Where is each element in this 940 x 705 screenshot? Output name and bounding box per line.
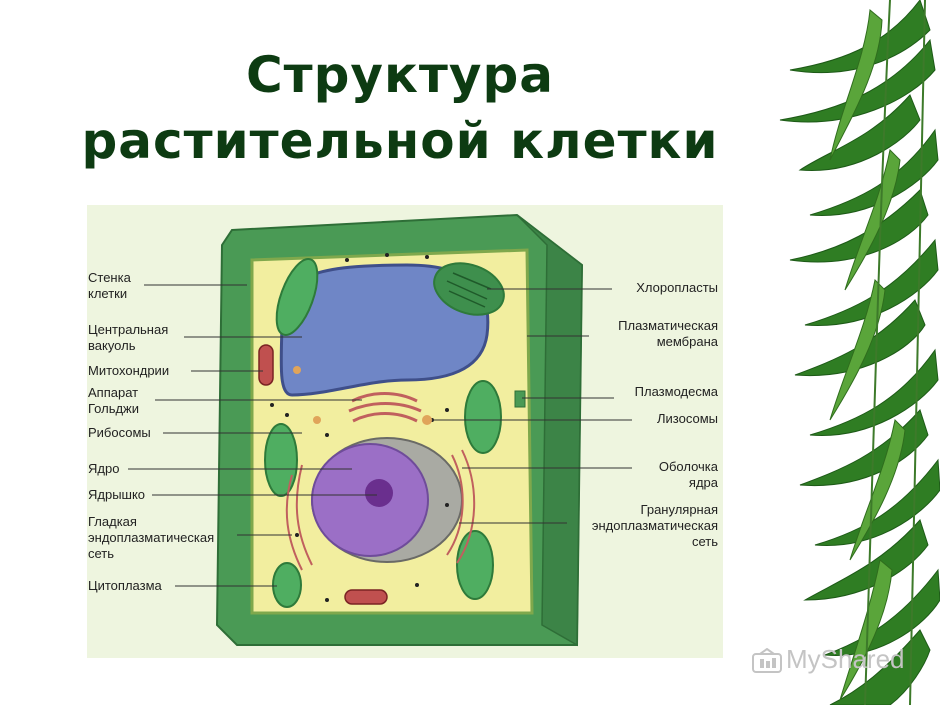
nucleolus [365,479,393,507]
label-chloroplasts: Хлоропласты [636,280,718,295]
myshared-logo-icon [752,648,782,673]
label-central-vacuole: Центральная вакуоль [88,322,169,353]
label-nuclear-envelope: Оболочка ядра [658,459,718,490]
label-rough-er: Гранулярная эндоплазматическая сеть [591,502,718,549]
central-vacuole [279,263,490,397]
label-plasma-membrane: Плазматическая мембрана [618,318,718,349]
bamboo-leaves-decoration [779,0,940,705]
label-golgi: Аппарат Гольджи [88,385,140,416]
title-line-1: Структура [245,46,555,104]
label-nucleus: Ядро [88,461,120,476]
mitochondria [258,344,388,605]
label-cell-wall: Стенка клетки [88,270,131,301]
nucleus [311,437,463,563]
page-title: Структура растительной клетки [0,42,800,174]
label-mitochondria: Митохондрии [88,363,170,378]
label-ribosomes: Рибосомы [88,425,151,440]
golgi-apparatus [348,392,422,423]
watermark-text: MyShared [786,644,905,674]
label-smooth-er: Гладкая эндоплазматическая сеть [88,514,215,561]
label-nucleolus: Ядрышко [88,487,146,502]
plasmodesma [514,390,526,408]
label-cytoplasm: Цитоплазма [88,578,162,593]
label-plasmodesma: Плазмодесма [634,384,718,399]
title-line-2: растительной клетки [81,112,719,170]
plant-cell-diagram [128,213,632,647]
label-lysosomes: Лизосомы [657,411,718,426]
